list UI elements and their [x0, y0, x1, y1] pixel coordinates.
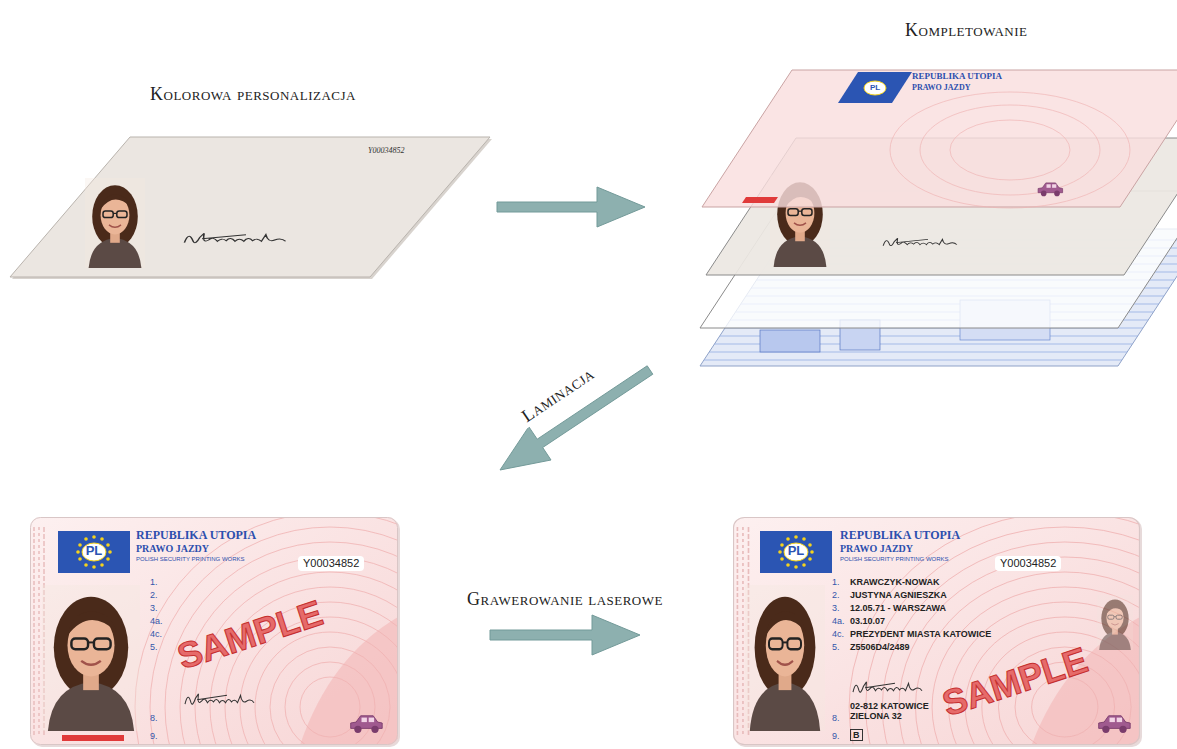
country-code: PL [776, 544, 816, 557]
watermark: SAMPLE [938, 640, 1093, 724]
field-number: 2. [150, 590, 158, 600]
country-code: PL [74, 544, 114, 557]
process-arrow [497, 187, 645, 227]
serial-number: Y00034852 [995, 556, 1061, 571]
field-number: 9. [832, 731, 840, 741]
field-number: 8. [150, 713, 158, 723]
personalization-layer: Kolorowa personalizacjaY00034852 [8, 80, 492, 278]
field-number: 4c. [832, 629, 844, 639]
microtext: POLISH SECURITY PRINTING WORKS [136, 556, 245, 563]
card-title: REPUBLIKA UTOPIA [136, 529, 256, 543]
process-arrow [490, 615, 640, 655]
field-value: PREZYDENT MIASTA KATOWICE [850, 629, 991, 639]
field-number: 1. [832, 577, 840, 587]
field-number: 5. [832, 642, 840, 652]
card-subtitle: PRAWO JAZDY [840, 543, 913, 555]
field-number: 8. [832, 713, 840, 723]
field-value: KRAWCZYK-NOWAK [850, 577, 940, 587]
field-number: 4c. [150, 629, 162, 639]
card-subtitle: PRAWO JAZDY [912, 83, 970, 92]
category-box: B [850, 729, 863, 741]
field-number: 1. [150, 577, 158, 587]
country-code: PL [865, 84, 885, 92]
layer-stack: KompletowaniePL REPUBLIKA UTOPIA PRAWO JAZ… [650, 18, 1177, 370]
watermark: SAMPLE [173, 593, 328, 677]
field-number: 4a. [150, 616, 163, 626]
field-value: Z5506D4/2489 [850, 642, 910, 652]
laminated-card: PL REPUBLIKA UTOPIAPRAWO JAZDYPOLISH SECU… [30, 470, 485, 747]
field-number: 2. [832, 590, 840, 600]
step-label: Laminacja [516, 362, 601, 428]
field-value: 03.10.07 [850, 616, 885, 626]
field-number: 3. [150, 603, 158, 613]
field-value: 12.05.71 - WARSZAWA [850, 603, 946, 613]
microtext: POLISH SECURITY PRINTING WORKS [840, 556, 949, 563]
field-number: 4a. [832, 616, 845, 626]
field-value: JUSTYNA AGNIESZKA [850, 590, 947, 600]
card-title: REPUBLIKA UTOPIA [840, 529, 960, 543]
stage-heading: Kompletowanie [905, 20, 1028, 41]
card-subtitle: PRAWO JAZDY [136, 543, 209, 555]
field-number: 9. [150, 731, 158, 741]
stage-heading: Kolorowa personalizacja [150, 84, 356, 105]
serial-number: Y00034852 [298, 556, 364, 571]
engraved-card: PL REPUBLIKA UTOPIAPRAWO JAZDYPOLISH SECU… [645, 515, 1145, 747]
field-value: 02-812 KATOWICE ZIELONA 32 [850, 701, 950, 722]
serial-number: Y00034852 [368, 146, 404, 155]
field-number: 5. [150, 642, 158, 652]
field-number: 3. [832, 603, 840, 613]
step-label: Grawerowanie laserowe [464, 589, 666, 610]
card-title: REPUBLIKA UTOPIA [912, 71, 1002, 81]
